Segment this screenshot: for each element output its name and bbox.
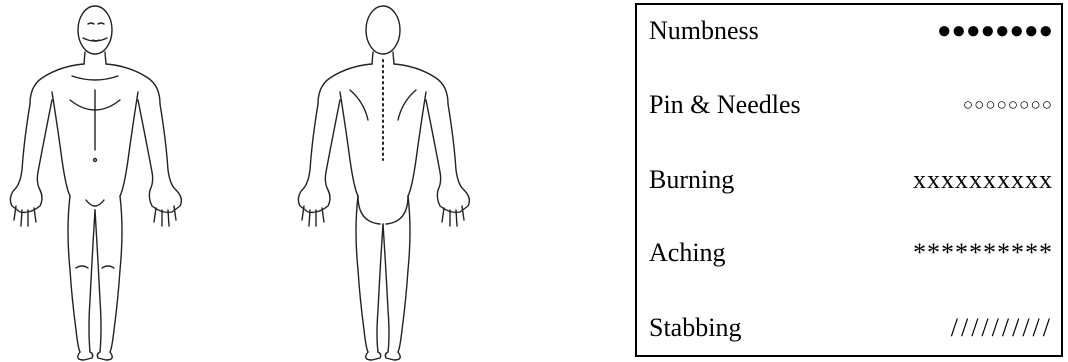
legend-row-stabbing: Stabbing //////////	[649, 308, 1053, 348]
legend-row-numbness: Numbness ●●●●●●●●	[649, 11, 1053, 51]
body-back-figure	[268, 0, 508, 362]
human-body-front-icon	[0, 0, 300, 362]
symptom-legend: Numbness ●●●●●●●● Pin & Needles ○○○○○○○○…	[635, 3, 1063, 357]
body-front-figure	[0, 0, 300, 362]
legend-label: Burning	[649, 165, 734, 195]
legend-symbol: ○○○○○○○○	[963, 95, 1053, 115]
legend-row-pin-needles: Pin & Needles ○○○○○○○○	[649, 85, 1053, 125]
legend-symbol: ●●●●●●●●	[937, 18, 1053, 45]
legend-row-burning: Burning xxxxxxxxxx	[649, 160, 1053, 200]
human-body-back-icon	[268, 0, 508, 362]
legend-label: Numbness	[649, 16, 759, 46]
legend-symbol: xxxxxxxxxx	[913, 165, 1053, 195]
legend-row-aching: Aching **********	[649, 233, 1053, 273]
legend-symbol: **********	[913, 238, 1053, 268]
legend-label: Stabbing	[649, 313, 741, 343]
legend-label: Aching	[649, 238, 726, 268]
legend-label: Pin & Needles	[649, 90, 801, 120]
legend-symbol: //////////	[951, 313, 1053, 343]
